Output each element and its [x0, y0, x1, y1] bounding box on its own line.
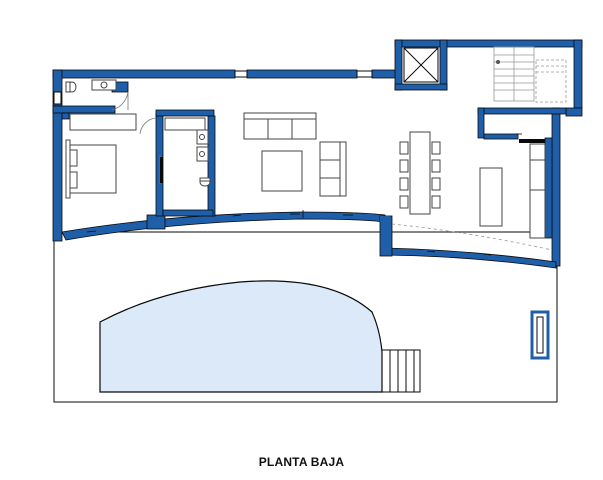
wardrobe-icon	[69, 113, 137, 131]
pool	[99, 280, 383, 393]
plan-caption: PLANTA BAJA	[258, 455, 345, 469]
door-marker	[160, 157, 163, 183]
stairs-icon	[493, 46, 567, 103]
windows	[53, 70, 373, 105]
skylight-icon	[403, 47, 439, 83]
bed-icon	[65, 139, 117, 199]
sofa-icon	[243, 112, 317, 140]
planter-inner	[536, 316, 544, 354]
front-wall	[61, 211, 386, 241]
exterior-walls	[52, 39, 583, 267]
kitchen-door-marker	[519, 139, 545, 143]
kitchen-counter-icon	[479, 143, 546, 239]
interior-walls	[52, 81, 567, 239]
planter	[530, 310, 550, 360]
wall-pillar-2	[380, 216, 390, 222]
terrace-dash	[391, 223, 553, 251]
armchair-icon	[319, 141, 347, 197]
pool-steps	[381, 349, 421, 393]
sliding-door-arrows	[86, 133, 522, 256]
shower-icon	[164, 117, 206, 131]
terrace-outline	[53, 231, 558, 403]
door-swing-icon	[111, 91, 161, 184]
toilet-icon	[65, 81, 211, 187]
stairs-start-icon	[496, 60, 500, 64]
chair-icon	[399, 141, 441, 209]
coffee-table-icon	[261, 150, 303, 192]
dining-table-icon	[409, 131, 431, 215]
front-wall-east	[384, 247, 557, 269]
